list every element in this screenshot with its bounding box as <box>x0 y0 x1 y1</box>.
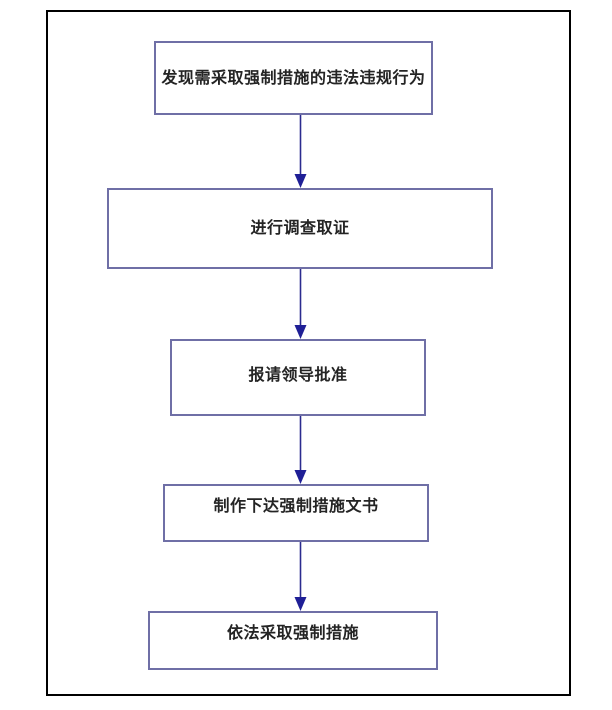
flow-node-enforce-measure[interactable]: 依法采取强制措施 <box>148 611 438 670</box>
flow-node-issue-document[interactable]: 制作下达强制措施文书 <box>163 484 429 542</box>
flow-node-investigate-evidence[interactable]: 进行调查取证 <box>107 188 493 269</box>
flow-node-detect-violation[interactable]: 发现需采取强制措施的违法违规行为 <box>154 41 433 115</box>
flow-node-label: 依法采取强制措施 <box>226 623 359 642</box>
flow-node-request-approval[interactable]: 报请领导批准 <box>170 339 426 416</box>
flow-node-label: 制作下达强制措施文书 <box>213 496 379 515</box>
flow-node-label: 进行调查取证 <box>250 218 350 237</box>
flow-node-label: 发现需采取强制措施的违法违规行为 <box>161 68 426 87</box>
page-border-frame <box>46 10 571 696</box>
flow-node-label: 报请领导批准 <box>248 365 348 384</box>
